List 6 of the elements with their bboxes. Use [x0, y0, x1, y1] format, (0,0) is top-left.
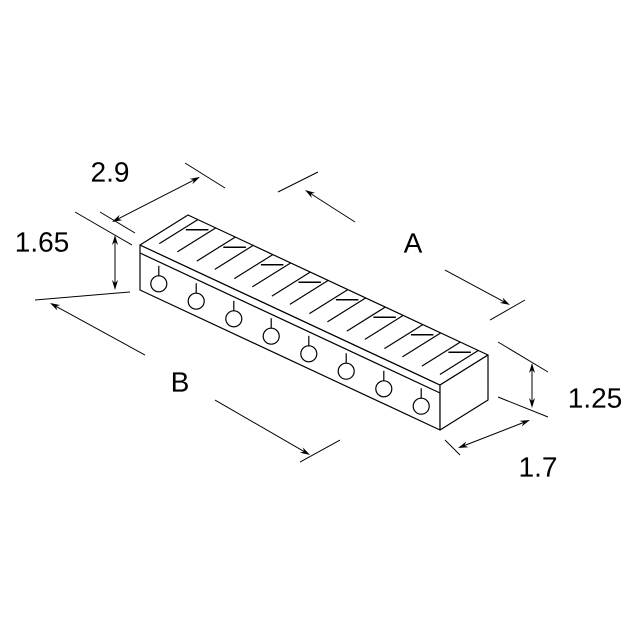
dimension-label: 1.65 — [16, 232, 68, 252]
dimension-label: 2.9 — [92, 162, 128, 182]
dimension-label: A — [404, 233, 422, 253]
dimension-label: 1.7 — [520, 457, 556, 477]
dimension-label: B — [172, 372, 188, 392]
dimension-label: 1.25 — [570, 388, 622, 408]
